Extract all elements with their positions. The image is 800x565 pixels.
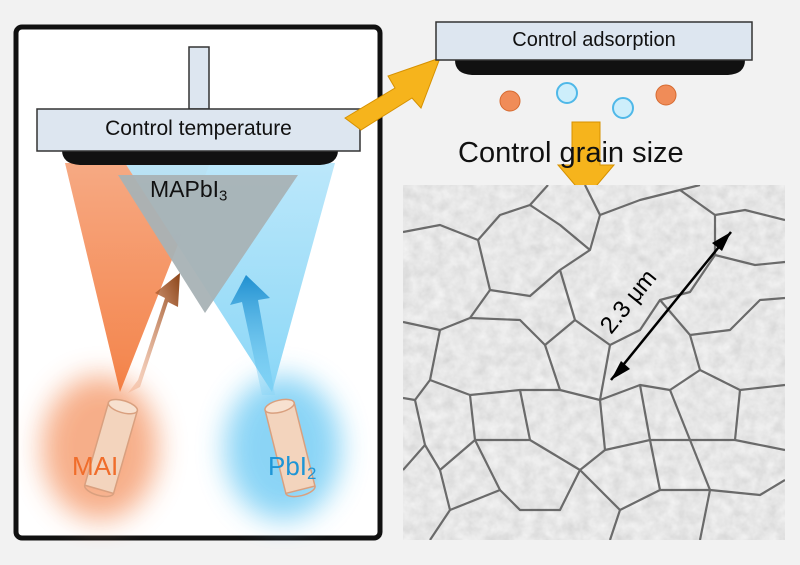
adsorption-shadow <box>455 60 745 75</box>
mai-crucible <box>83 398 139 498</box>
blue-molecule <box>612 97 634 119</box>
connector-arrow <box>344 57 441 131</box>
blue-molecule <box>556 82 578 104</box>
sem-micrograph <box>403 185 785 540</box>
mapbi3-subscript: 3 <box>219 187 228 205</box>
pbi2-crucible <box>264 398 316 498</box>
control-adsorption-label: Control adsorption <box>512 29 676 51</box>
orange-molecule <box>499 90 521 112</box>
control-grain-size-label: Control grain size <box>458 137 684 169</box>
down-arrow <box>556 121 616 199</box>
holder-rod <box>188 46 210 110</box>
mai-label: MAI <box>72 451 119 481</box>
pbi2-formula: PbI <box>268 451 308 481</box>
pbi2-label: PbI2 <box>268 451 316 484</box>
control-temperature-box <box>36 108 361 152</box>
pbi2-flux-arrow <box>230 275 275 395</box>
mapbi3-formula: MAPbI <box>150 176 220 202</box>
mapbi3-label: MAPbI3 <box>150 176 227 205</box>
substrate-shadow <box>62 150 338 165</box>
pbi2-subscript: 2 <box>307 464 317 484</box>
control-temperature-label: Control temperature <box>105 117 292 140</box>
mai-flux-arrow <box>128 273 180 393</box>
orange-molecule <box>655 84 677 106</box>
control-adsorption-box <box>435 21 753 61</box>
mapbi3-cone <box>118 175 298 313</box>
